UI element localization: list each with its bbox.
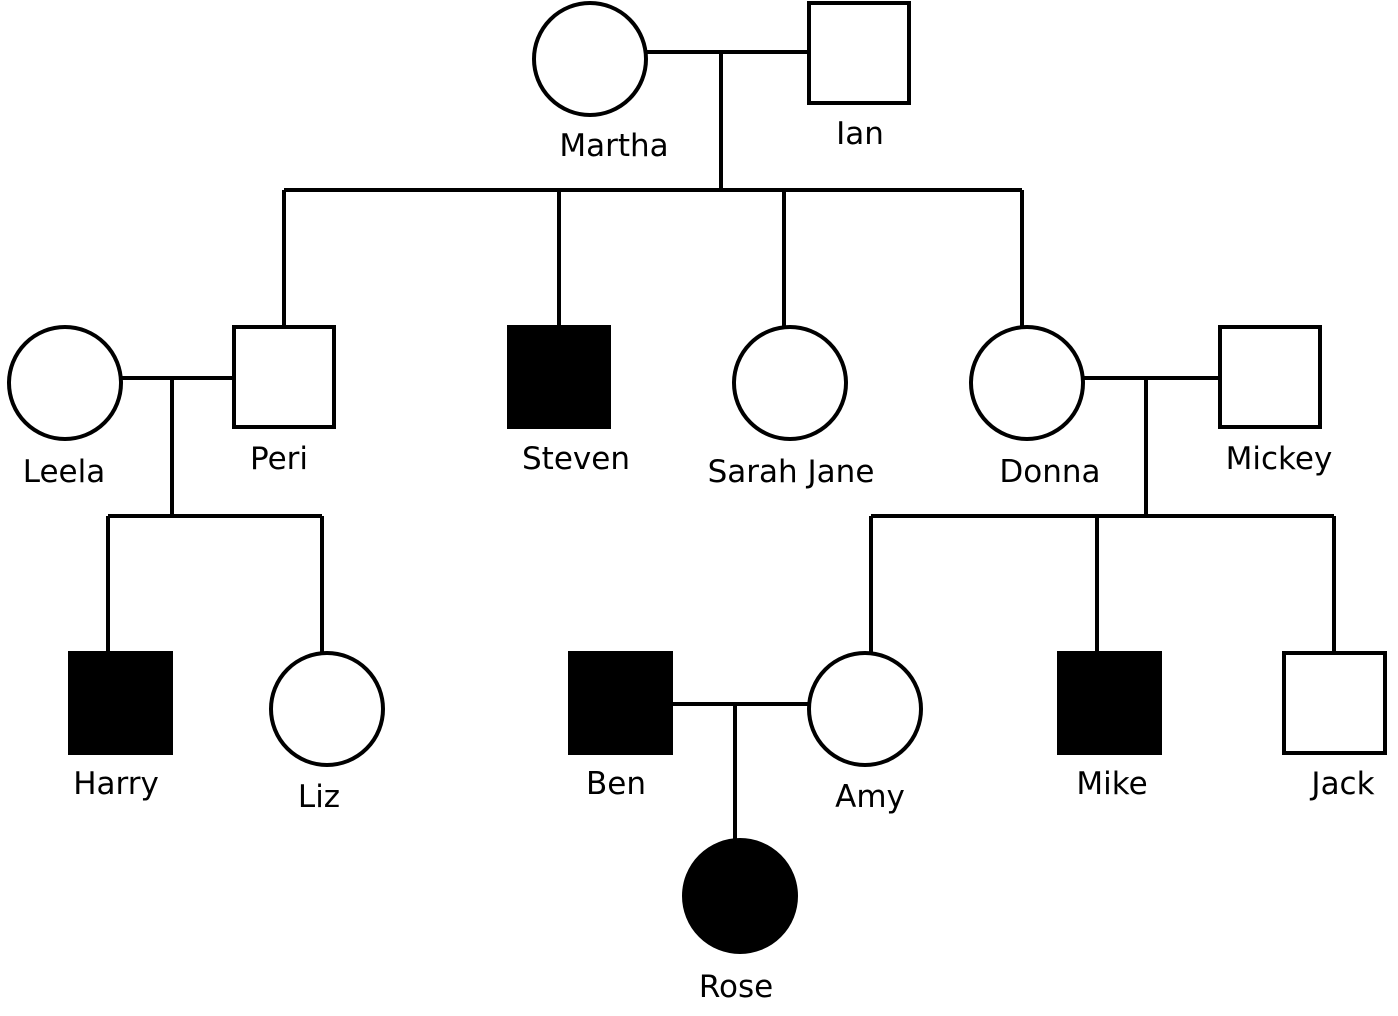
female-symbol-leela — [7, 325, 123, 441]
male-symbol-ben — [568, 651, 673, 755]
female-symbol-donna — [969, 325, 1085, 441]
male-symbol-jack — [1282, 651, 1387, 755]
name-label-leela: Leela — [23, 454, 105, 490]
male-symbol-steven — [507, 325, 611, 429]
name-label-amy: Amy — [835, 779, 905, 815]
male-symbol-harry — [68, 651, 173, 755]
male-symbol-mickey — [1218, 325, 1322, 429]
name-label-mickey: Mickey — [1226, 441, 1333, 477]
name-label-martha: Martha — [559, 128, 668, 164]
name-label-ben: Ben — [586, 766, 646, 802]
female-symbol-rose — [682, 838, 798, 954]
name-label-harry: Harry — [73, 766, 159, 802]
female-symbol-martha — [532, 1, 648, 117]
male-symbol-ian — [807, 1, 911, 105]
name-label-jack: Jack — [1309, 766, 1374, 802]
name-label-rose: Rose — [699, 969, 773, 1005]
male-symbol-mike — [1057, 651, 1162, 755]
female-symbol-sarah-jane — [732, 325, 848, 441]
name-label-sarah-jane: Sarah Jane — [708, 454, 875, 490]
name-label-steven: Steven — [522, 441, 630, 477]
female-symbol-liz — [269, 651, 385, 767]
name-label-liz: Liz — [298, 779, 340, 815]
female-symbol-amy — [807, 651, 923, 767]
name-label-peri: Peri — [250, 441, 308, 477]
name-label-ian: Ian — [836, 116, 884, 152]
name-label-mike: Mike — [1076, 766, 1147, 802]
male-symbol-peri — [232, 325, 336, 429]
name-label-donna: Donna — [999, 454, 1100, 490]
